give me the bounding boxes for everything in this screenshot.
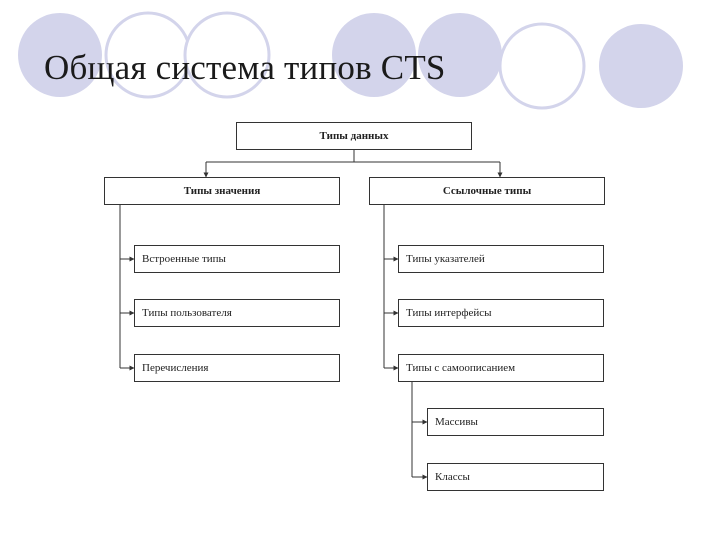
decor-circle-6 xyxy=(498,22,586,110)
node-interface-types: Типы интерфейсы xyxy=(398,299,604,327)
decor-circle-1 xyxy=(18,13,102,97)
node-self-describing-types: Типы с самоописанием xyxy=(398,354,604,382)
decor-circle-4 xyxy=(332,13,416,97)
node-pointer-types: Типы указателей xyxy=(398,245,604,273)
node-user-types: Типы пользователя xyxy=(134,299,340,327)
node-enumerations: Перечисления xyxy=(134,354,340,382)
slide-title: Общая система типов CTS xyxy=(44,48,446,87)
node-builtin-types: Встроенные типы xyxy=(134,245,340,273)
node-data-types: Типы данных xyxy=(236,122,472,150)
node-value-types: Типы значения xyxy=(104,177,340,205)
decor-circle-5 xyxy=(418,13,502,97)
node-arrays: Массивы xyxy=(427,408,604,436)
decor-circle-7 xyxy=(599,24,683,108)
decor-circle-3 xyxy=(183,11,271,99)
node-classes: Классы xyxy=(427,463,604,491)
node-reference-types: Ссылочные типы xyxy=(369,177,605,205)
